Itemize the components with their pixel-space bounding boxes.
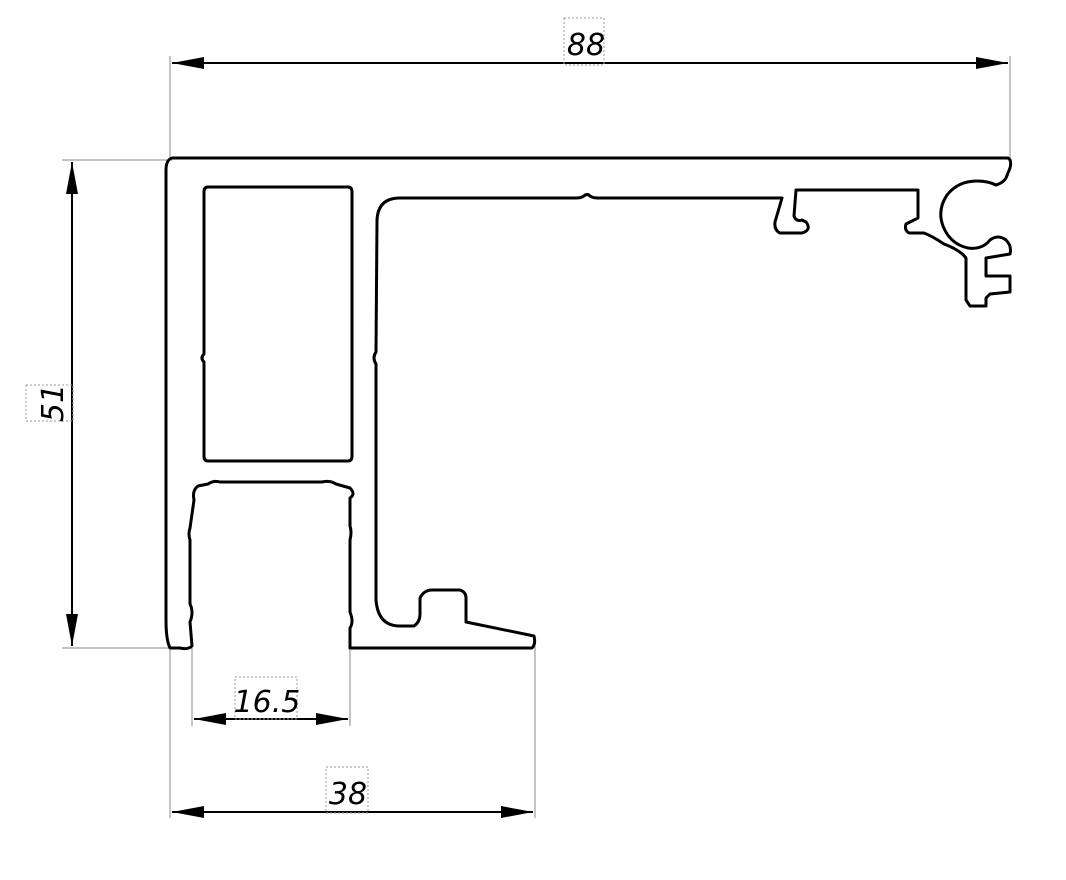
dimension-overall-height: 51	[25, 162, 78, 646]
extension-lines	[62, 56, 1011, 818]
profile-outline	[164, 156, 1013, 651]
dim-label-overall-height: 51	[36, 384, 71, 422]
dim-label-lower-width: 38	[329, 777, 367, 812]
dimension-channel-width: 16.5	[194, 676, 348, 725]
dimension-lower-width: 38	[172, 766, 533, 818]
profile-upper-hollow	[200, 185, 354, 463]
dim-label-channel-width: 16.5	[234, 685, 301, 720]
dim-label-overall-width: 88	[567, 28, 605, 63]
profile-outer-contour	[164, 156, 1013, 651]
dimension-overall-width: 88	[172, 17, 1008, 69]
